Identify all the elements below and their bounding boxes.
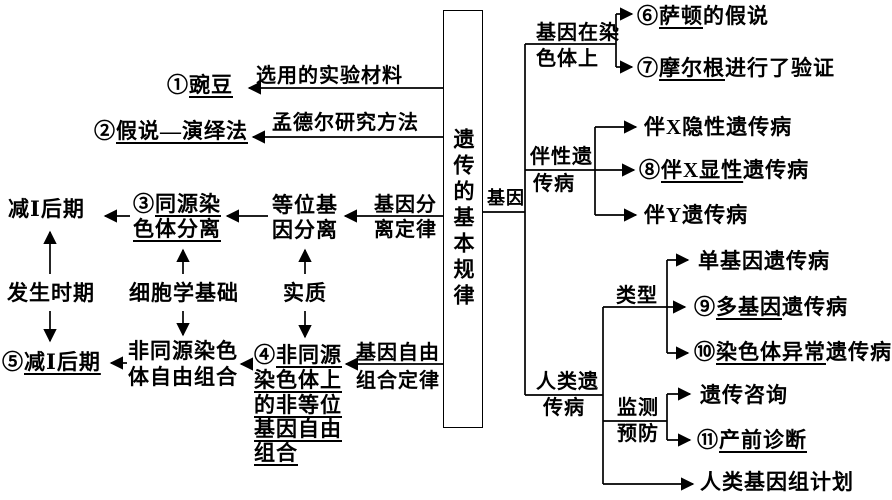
right-connectors (483, 7, 695, 491)
node-free-combination-line4: 基因自由 (254, 418, 342, 440)
node-meiosis1-anaphase-5: ⑤减Ⅰ后期 (2, 351, 101, 373)
node-nonhomologous-combination-line2: 体自由组合 (128, 365, 238, 389)
node-sutton-hypothesis: ⑥萨顿的假说 (637, 5, 769, 27)
node-genetic-counseling: 遗传咨询 (700, 383, 788, 407)
sutton-rest: 的假说 (703, 4, 769, 28)
circled-10: ⑩ (694, 340, 716, 364)
morgan-rest: 进行了验证 (725, 56, 835, 80)
label-mendel-method: 孟德尔研究方法 (272, 112, 419, 134)
branch-sex-linked-line2: 传病 (533, 173, 575, 195)
node-morgan-verification: ⑦摩尔根进行了验证 (637, 57, 835, 79)
free-combination-text5: 组合 (254, 441, 298, 465)
label-type: 类型 (616, 285, 658, 307)
root-box: 遗传的基本规律 (443, 10, 483, 428)
polygenic-text: 多基因 (716, 295, 782, 319)
label-prevention: 预防 (617, 423, 659, 445)
label-segregation-law-line1: 基因分 (374, 194, 437, 216)
homologous-separation-text1: 同源染 (155, 192, 221, 216)
node-free-combination-line5: 组合 (254, 442, 298, 464)
circled-6: ⑥ (637, 4, 659, 28)
node-meiosis1-anaphase: 减Ⅰ后期 (8, 197, 85, 221)
label-monitor: 监测 (617, 397, 659, 419)
node-human-genome-project: 人类基因组计划 (700, 470, 854, 494)
node-prenatal-diagnosis: ⑪产前诊断 (697, 429, 807, 451)
label-free-combination-law-line1: 基因自由 (356, 342, 440, 364)
pea-text: 豌豆 (189, 73, 233, 97)
morgan-text: 摩尔根 (659, 56, 725, 80)
circled-5: ⑤ (2, 350, 24, 374)
label-experiment-material: 选用的实验材料 (256, 65, 403, 87)
root-title: 遗传的基本规律 (451, 128, 475, 310)
circled-4: ④ (254, 343, 276, 367)
branch-gene-on-chromosome-line1: 基因在染 (536, 22, 620, 44)
circled-1: ① (167, 73, 189, 97)
chromosomal-abnormal-text: 染色体异常 (716, 340, 826, 364)
label-occurrence-period: 发生时期 (7, 281, 95, 305)
free-combination-text4: 基因自由 (254, 417, 342, 441)
node-free-combination-line2: 染色体上 (254, 369, 342, 391)
meiosis1-anaphase-text: 减Ⅰ后期 (24, 350, 101, 374)
homologous-separation-text2: 色体分离 (133, 217, 221, 241)
label-free-combination-law-line2: 组合定律 (356, 370, 440, 392)
node-homologous-separation-line2: 色体分离 (133, 218, 221, 240)
left-connectors (43, 81, 443, 371)
gene-label: 基因 (487, 188, 525, 208)
label-cytological-basis: 细胞学基础 (129, 281, 239, 305)
node-nonhomologous-combination-line1: 非同源染色 (128, 339, 238, 363)
node-chromosomal-abnormal: ⑩染色体异常遗传病 (694, 341, 892, 363)
node-allele-segregation-line2: 因分离 (272, 218, 338, 242)
free-combination-text1: 非同源 (276, 343, 342, 367)
node-monogenic: 单基因遗传病 (698, 249, 830, 273)
circled-2: ② (94, 119, 116, 143)
node-free-combination-line3: 的非等位 (254, 394, 342, 416)
circled-9: ⑨ (694, 295, 716, 319)
polygenic-rest: 遗传病 (782, 295, 848, 319)
node-x-recessive: 伴X隐性遗传病 (644, 115, 793, 139)
node-free-combination-line1: ④非同源 (254, 344, 342, 366)
hypothesis-deduction-text: 假说—演绎法 (116, 119, 248, 143)
branch-human-disease-line1: 人类遗 (536, 371, 599, 393)
sutton-text: 萨顿 (659, 4, 703, 28)
circled-7: ⑦ (637, 56, 659, 80)
node-homologous-separation-line1: ③同源染 (133, 193, 221, 215)
node-hypothesis-deduction: ②假说—演绎法 (94, 120, 248, 142)
label-segregation-law-line2: 离定律 (374, 219, 437, 241)
node-x-dominant: ⑧伴X显性遗传病 (639, 159, 809, 181)
circled-11: ⑪ (697, 428, 719, 452)
label-essence: 实质 (283, 281, 327, 305)
circled-3: ③ (133, 192, 155, 216)
node-allele-segregation-line1: 等位基 (272, 193, 338, 217)
circled-8: ⑧ (639, 158, 661, 182)
branch-human-disease-line2: 传病 (543, 397, 585, 419)
free-combination-text2: 染色体上 (254, 368, 342, 392)
prenatal-diagnosis-text: 产前诊断 (719, 428, 807, 452)
node-y-linked: 伴Y遗传病 (644, 203, 749, 227)
node-pea: ①豌豆 (167, 74, 233, 96)
x-dominant-text: 伴X显性 (661, 158, 744, 182)
free-combination-text3: 的非等位 (254, 393, 342, 417)
chromosomal-abnormal-rest: 遗传病 (826, 340, 892, 364)
branch-gene-on-chromosome-line2: 色体上 (536, 48, 599, 70)
node-polygenic: ⑨多基因遗传病 (694, 296, 848, 318)
x-dominant-rest: 遗传病 (743, 158, 810, 182)
branch-sex-linked-line1: 伴性遗 (530, 146, 593, 168)
